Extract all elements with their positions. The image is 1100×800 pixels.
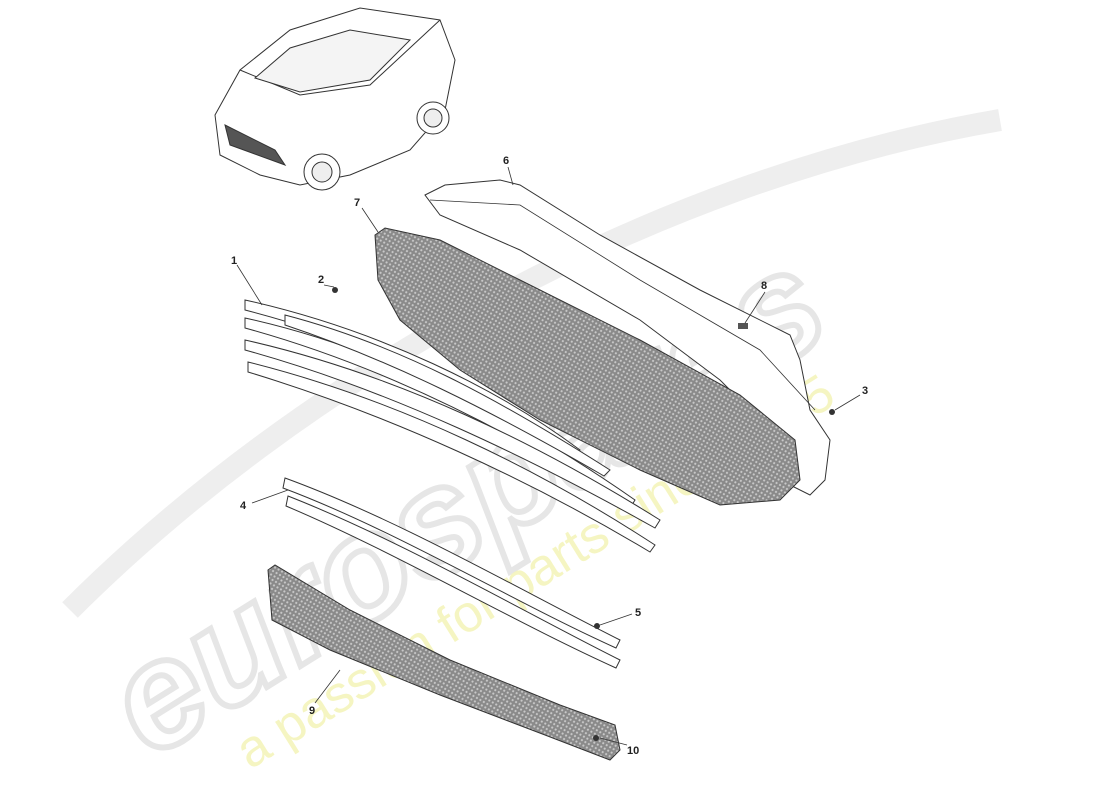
callout-7[interactable]: 7	[354, 197, 360, 209]
part-8-bracket	[738, 323, 748, 329]
callouts: 1 2 3 4 5 6 7 8 9 10	[231, 155, 868, 757]
part-4-lower-grille	[282, 477, 621, 669]
callout-9[interactable]: 9	[309, 705, 315, 717]
callout-5[interactable]: 5	[635, 607, 641, 619]
part-10-screw	[593, 735, 599, 741]
part-9-lower-mesh	[267, 564, 621, 761]
part-7-upper-mesh	[374, 227, 801, 506]
leader-lines	[236, 166, 861, 746]
part-5-clip	[594, 623, 600, 629]
callout-10[interactable]: 10	[627, 745, 639, 757]
callout-4[interactable]: 4	[240, 500, 247, 512]
part-1-upper-grille	[244, 299, 661, 553]
part-3-screw	[829, 409, 835, 415]
part-2-clip	[332, 287, 338, 293]
callout-3[interactable]: 3	[862, 385, 868, 397]
fasteners	[332, 287, 835, 741]
callout-2[interactable]: 2	[318, 274, 324, 286]
callout-6[interactable]: 6	[503, 155, 509, 167]
car-thumbnail	[214, 7, 456, 191]
callout-8[interactable]: 8	[761, 280, 767, 292]
callout-1[interactable]: 1	[231, 255, 237, 267]
